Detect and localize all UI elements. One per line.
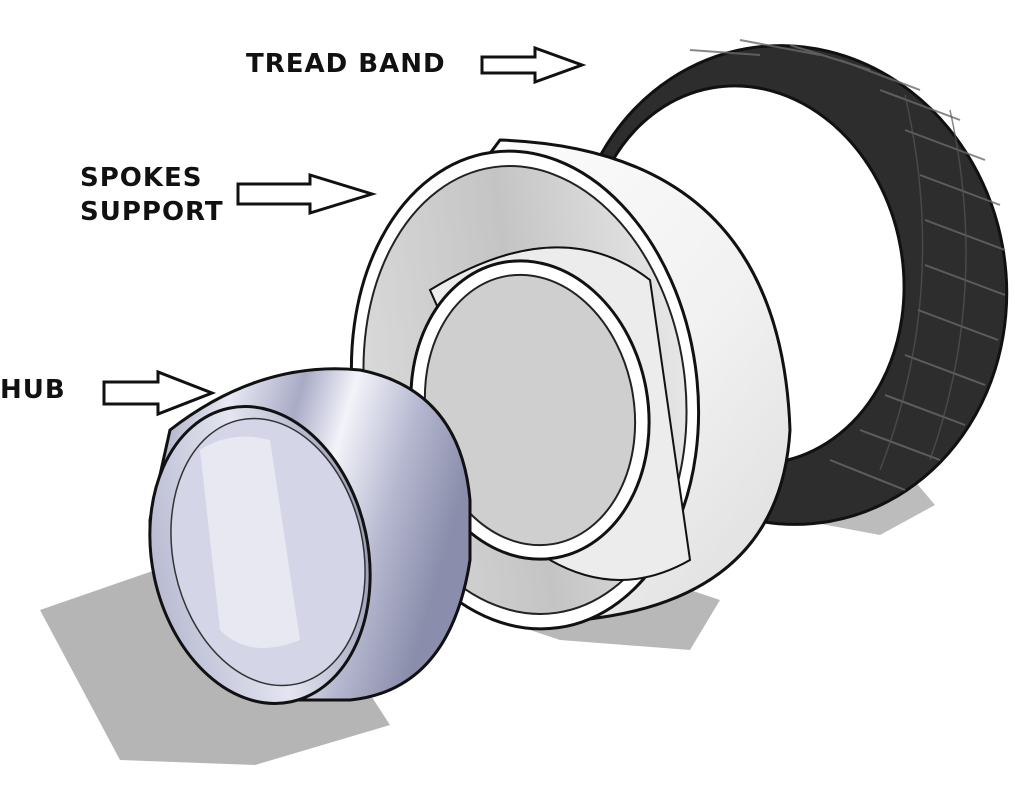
spokes-support-label-line2: SUPPORT [80,197,224,227]
arrow-right-icon [236,172,378,216]
spokes-support-label: SPOKES SUPPORT [80,161,224,229]
hub [148,367,472,705]
arrow-right-icon [102,369,217,417]
hub-label: HUB [0,375,66,405]
tread-band-label: TREAD BAND [246,49,446,79]
arrow-right-icon [480,45,587,85]
spokes-support-label-line1: SPOKES [80,163,203,193]
